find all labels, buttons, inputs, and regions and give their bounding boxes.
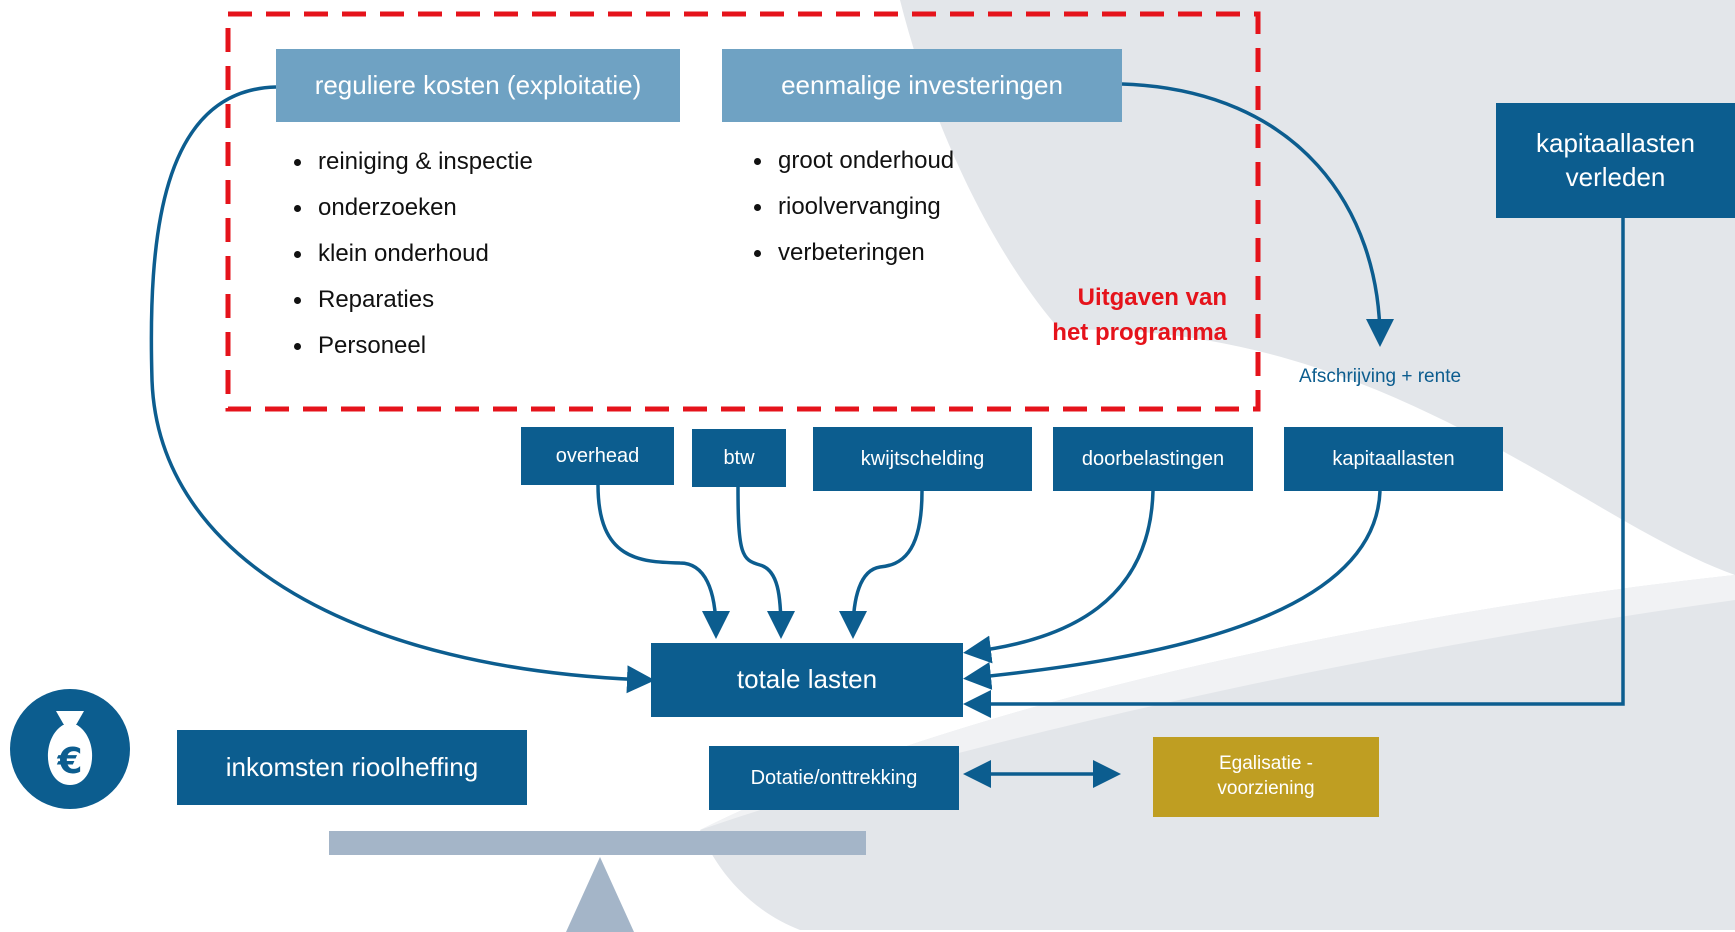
egalisatie-box: Egalisatie - voorziening	[1153, 737, 1379, 817]
investment-list: groot onderhoud rioolvervanging verbeter…	[748, 138, 954, 276]
program-label-line-1: Uitgaven van	[1077, 284, 1227, 311]
list-item: groot onderhoud	[748, 138, 954, 184]
list-item: klein onderhoud	[288, 231, 533, 277]
program-label: Uitgaven van het programma	[960, 280, 1227, 350]
inkomsten-box: inkomsten rioolheffing	[177, 730, 527, 805]
list-item: reiniging & inspectie	[288, 139, 533, 185]
arrow-overhead-to-totale	[596, 484, 730, 639]
btw-box: btw	[692, 429, 786, 487]
scale-fulcrum	[566, 857, 634, 932]
list-item: verbeteringen	[748, 230, 954, 276]
list-item: rioolvervanging	[748, 184, 954, 230]
arrow-btw-to-totale	[736, 486, 795, 639]
arrow-eenmalige-to-afschrijving	[1121, 82, 1394, 347]
inkomsten-label: inkomsten rioolheffing	[225, 751, 479, 782]
eenmalige-investeringen-box: eenmalige investeringen	[722, 49, 1122, 122]
program-label-line-2: het programma	[1052, 319, 1227, 346]
eenmalige-investeringen-label: eenmalige investeringen	[781, 69, 1063, 100]
kapitaallasten-verleden-label: kapitaallasten verleden	[1536, 127, 1695, 192]
arrow-kapitaallasten-to-totale	[963, 490, 1382, 690]
btw-label: btw	[723, 447, 755, 469]
kapitaallasten-verleden-box: kapitaallasten verleden	[1496, 103, 1735, 218]
doorbelastingen-box: doorbelastingen	[1053, 427, 1253, 491]
dotatie-box: Dotatie/onttrekking	[709, 746, 959, 810]
list-item: Reparaties	[288, 277, 533, 323]
arrow-verleden-to-totale	[963, 218, 1625, 718]
kapitaallasten-label: kapitaallasten	[1332, 448, 1455, 470]
overhead-box: overhead	[521, 427, 674, 485]
reguliere-kosten-label: reguliere kosten (exploitatie)	[314, 69, 642, 100]
list-item: Personeel	[288, 323, 533, 369]
totale-lasten-box: totale lasten	[651, 643, 963, 717]
program-boundary	[225, 11, 1261, 412]
regular-cost-list: reiniging & inspectie onderzoeken klein …	[288, 139, 533, 369]
totale-lasten-label: totale lasten	[736, 664, 878, 695]
arrow-kwijtschelding-to-totale	[839, 490, 924, 639]
kwijtschelding-box: kwijtschelding	[813, 427, 1032, 491]
svg-text:€: €	[56, 741, 82, 782]
doorbelastingen-label: doorbelastingen	[1081, 448, 1225, 470]
arrow-reguliere-to-totale	[149, 85, 655, 694]
egalisatie-label: Egalisatie - voorziening	[1217, 753, 1315, 799]
list-item: onderzoeken	[288, 185, 533, 231]
reguliere-kosten-box: reguliere kosten (exploitatie)	[276, 49, 680, 122]
kapitaallasten-box: kapitaallasten	[1284, 427, 1503, 491]
kwijtschelding-label: kwijtschelding	[860, 448, 985, 470]
money-bag-euro-icon: €	[10, 689, 130, 809]
arrow-doorbelastingen-to-totale	[963, 490, 1155, 664]
overhead-label: overhead	[555, 445, 640, 467]
scale-beam	[329, 831, 866, 855]
afschrijving-note: Afschrijving + rente	[1298, 366, 1462, 387]
dotatie-label: Dotatie/onttrekking	[750, 767, 918, 789]
